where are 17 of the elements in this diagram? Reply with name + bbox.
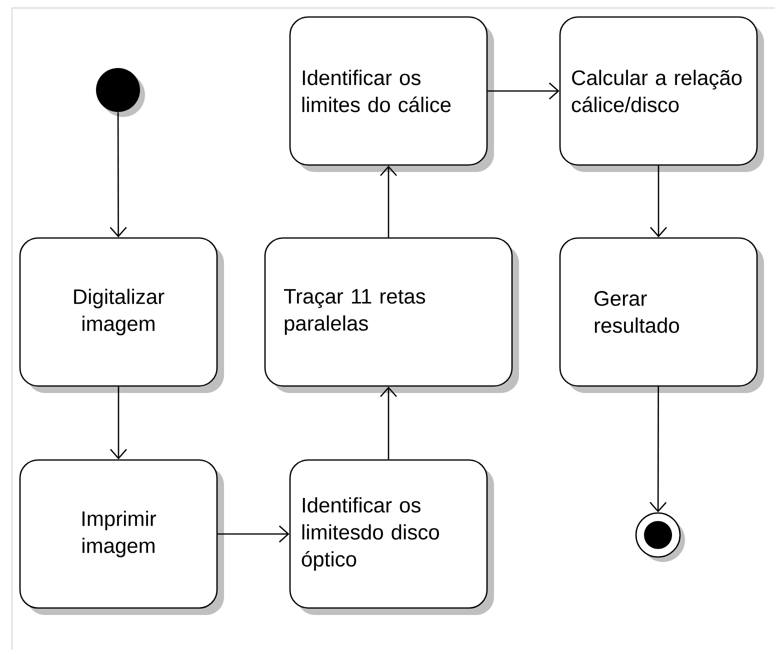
arrow <box>488 82 560 100</box>
arrow <box>650 166 667 238</box>
end-node <box>635 512 685 562</box>
arrow <box>110 386 127 460</box>
arrow <box>650 386 667 512</box>
arrow <box>218 526 290 542</box>
arrow <box>380 166 397 238</box>
action-box: Identificar os limitesdo disco óptico <box>289 459 494 615</box>
action-box: Imprimir imagem <box>19 459 224 615</box>
action-box: Identificar os limites do cálice <box>289 16 494 172</box>
start-node <box>96 68 145 117</box>
arrow <box>110 112 127 238</box>
action-box: Traçar 11 retas paralelas <box>264 237 519 393</box>
arrow <box>380 386 397 460</box>
action-box: Calcular a relação cálice/disco <box>559 16 764 172</box>
action-box: Digitalizar imagem <box>19 237 224 393</box>
action-box: Gerar resultado <box>559 237 764 393</box>
